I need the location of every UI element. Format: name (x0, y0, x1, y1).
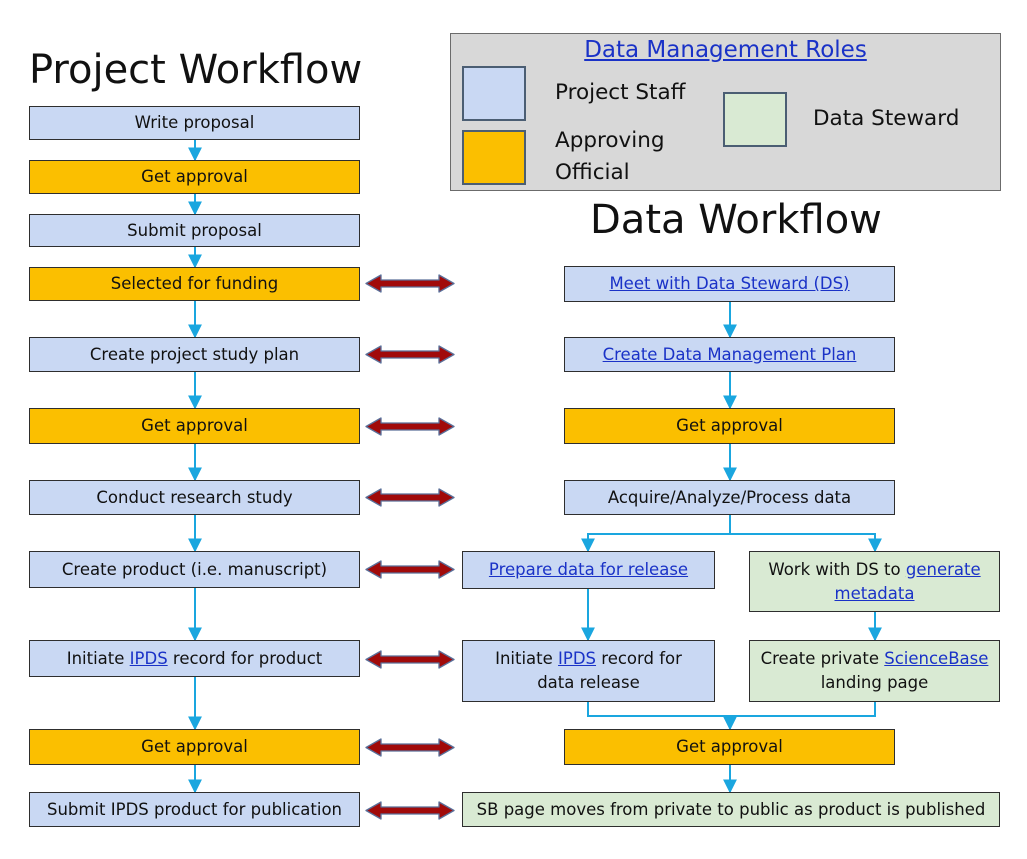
step-conduct-research: Conduct research study (29, 480, 360, 515)
step-label: Get approval (141, 167, 248, 187)
step-label: Get approval (676, 737, 783, 757)
legend-swatch-project-staff (462, 66, 526, 121)
step-label: Initiate IPDS record for data release (495, 647, 682, 695)
step-label: Acquire/Analyze/Process data (607, 487, 852, 507)
step-write-proposal: Write proposal (29, 106, 360, 140)
legend-label-approving-2: Official (555, 160, 630, 185)
link-arrow (365, 488, 455, 507)
step-get-approval: Get approval (29, 729, 360, 765)
step-label: Submit proposal (127, 220, 262, 240)
ipds-link[interactable]: IPDS (129, 648, 168, 668)
link-arrow (365, 345, 455, 364)
step-label: Work with DS to generate metadata (768, 558, 980, 606)
step-create-dmp: Create Data Management Plan (564, 337, 895, 372)
step-label: Get approval (141, 416, 248, 436)
text: Initiate (495, 649, 559, 669)
text: record for (596, 649, 682, 669)
step-generate-metadata: Work with DS to generate metadata (749, 551, 1000, 612)
step-label: Get approval (676, 416, 783, 436)
legend-label-approving-1: Approving (555, 128, 665, 153)
legend-label-data-steward: Data Steward (813, 106, 960, 131)
step-prepare-data: Prepare data for release (462, 551, 715, 589)
step-selected-for-funding: Selected for funding (29, 267, 360, 301)
step-label: Create product (i.e. manuscript) (61, 559, 328, 579)
step-label: Selected for funding (110, 274, 279, 294)
step-label: Submit IPDS product for publication (46, 799, 343, 819)
step-get-approval: Get approval (29, 160, 360, 194)
link-arrow (365, 801, 455, 820)
step-submit-proposal: Submit proposal (29, 214, 360, 247)
text: Work with DS to (768, 559, 906, 579)
flow-merge-line (587, 702, 876, 717)
generate-metadata-link[interactable]: metadata (834, 583, 915, 603)
prepare-data-link[interactable]: Prepare data for release (488, 560, 689, 580)
step-submit-for-publication: Submit IPDS product for publication (29, 792, 360, 827)
step-create-product: Create product (i.e. manuscript) (29, 551, 360, 588)
link-arrow (365, 650, 455, 669)
roles-legend: Data Management Roles Project Staff Appr… (450, 33, 1001, 191)
step-get-approval: Get approval (564, 729, 895, 765)
link-arrow (365, 560, 455, 579)
data-workflow-title: Data Workflow (590, 197, 882, 243)
step-label: Get approval (141, 737, 248, 757)
link-arrow (365, 417, 455, 436)
step-initiate-ipds-data: Initiate IPDS record for data release (462, 640, 715, 702)
text: landing page (820, 673, 929, 692)
step-meet-data-steward: Meet with Data Steward (DS) (564, 266, 895, 302)
text: Initiate (66, 648, 130, 668)
generate-metadata-link[interactable]: generate (905, 559, 981, 579)
text: data release (537, 673, 640, 692)
meet-data-steward-link[interactable]: Meet with Data Steward (DS) (609, 274, 850, 294)
step-label: Create private ScienceBase landing page (761, 647, 989, 695)
text: Create private (760, 649, 885, 669)
project-workflow-title: Project Workflow (29, 47, 363, 93)
step-sb-page-public: SB page moves from private to public as … (462, 792, 1000, 827)
step-sciencebase-page: Create private ScienceBase landing page (749, 640, 1000, 702)
legend-label-project-staff: Project Staff (555, 80, 686, 105)
flow-split-line (730, 533, 882, 553)
step-label: Conduct research study (96, 487, 293, 507)
legend-swatch-data-steward (723, 92, 787, 147)
link-arrow (365, 274, 455, 293)
step-initiate-ipds-product: Initiate IPDS record for product (29, 640, 360, 677)
text: record for product (167, 648, 323, 668)
step-label: Create project study plan (89, 344, 300, 364)
flow-split-line (581, 515, 731, 553)
step-get-approval: Get approval (29, 408, 360, 444)
step-label: SB page moves from private to public as … (476, 799, 986, 819)
create-dmp-link[interactable]: Create Data Management Plan (602, 344, 857, 364)
sciencebase-link[interactable]: ScienceBase (884, 649, 989, 669)
step-acquire-data: Acquire/Analyze/Process data (564, 480, 895, 515)
step-label: Write proposal (134, 113, 255, 133)
legend-title-link[interactable]: Data Management Roles (584, 37, 867, 63)
step-get-approval: Get approval (564, 408, 895, 444)
legend-swatch-approving-official (462, 130, 526, 185)
link-arrow (365, 738, 455, 757)
step-create-study-plan: Create project study plan (29, 337, 360, 372)
step-label: Initiate IPDS record for product (67, 647, 323, 671)
ipds-link[interactable]: IPDS (558, 649, 597, 669)
